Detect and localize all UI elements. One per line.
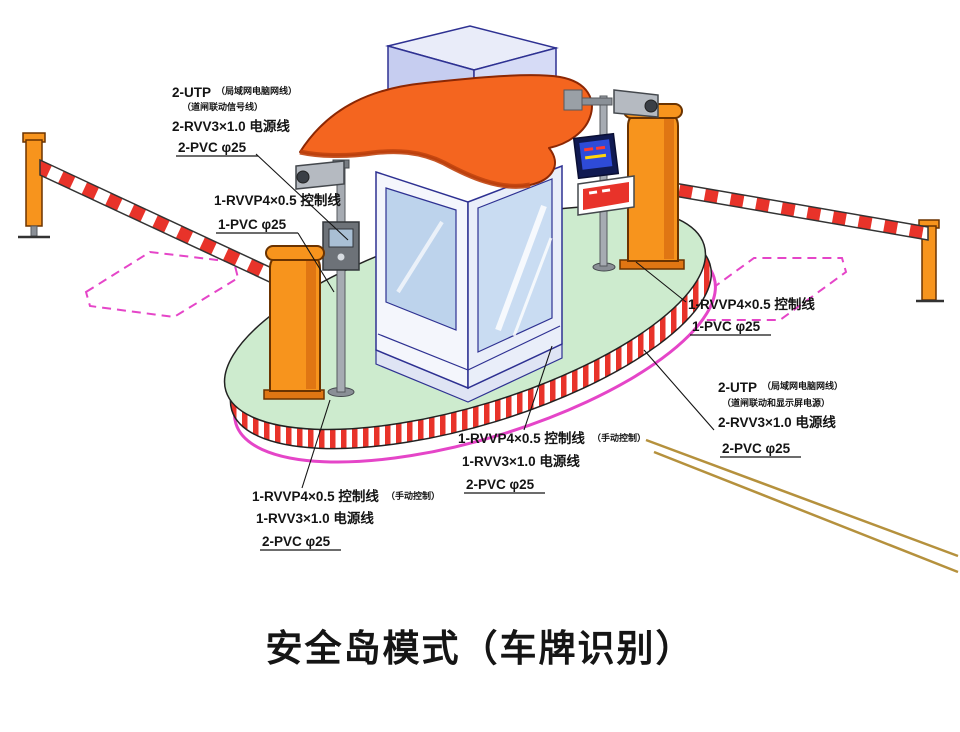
led-sign-face	[583, 182, 629, 210]
label-text: 2-PVC φ25	[466, 477, 535, 492]
label-left-bottom: 1-RVVP4×0.5 控制线 （手动控制） 1-RVV3×1.0 电源线 2-…	[252, 488, 440, 551]
machine-cap	[265, 245, 325, 261]
leader-right-lower	[643, 349, 715, 431]
entry-camera-pole	[295, 159, 360, 397]
label-center-bottom: 1-RVVP4×0.5 控制线 （手动控制） 1-RVV3×1.0 电源线 2-…	[458, 430, 646, 494]
led-sign	[577, 175, 635, 216]
label-note: （局域网电脑网线）	[216, 85, 297, 96]
label-text: 1-PVC φ25	[218, 217, 287, 232]
leader-top-left	[255, 153, 349, 241]
card-reader-box	[322, 221, 360, 271]
road-line	[645, 438, 959, 558]
screen-text	[583, 147, 594, 152]
junction-box	[563, 89, 583, 111]
leader-lines	[255, 153, 715, 489]
machine-side-shade	[664, 116, 674, 259]
leader-left-mid	[297, 232, 335, 293]
window-reflection	[512, 237, 553, 337]
canopy	[299, 74, 593, 189]
reader-screen	[328, 228, 354, 248]
camera-lens	[296, 170, 310, 184]
label-text: 2-RVV3×1.0 电源线	[172, 118, 290, 134]
label-text: 1-RVVP4×0.5 控制线	[252, 488, 379, 504]
label-note: （道闸联动信号线）	[182, 101, 263, 112]
label-text: 2-PVC φ25	[262, 534, 331, 549]
screen-text	[584, 153, 607, 160]
road-marking-lines	[645, 438, 959, 574]
right-arm-support-pole	[916, 219, 944, 303]
right-barrier-arm	[673, 182, 929, 241]
label-right-lower: 2-UTP （局域网电脑网线） （道闸联动和显示屏电源） 2-RVV3×1.0 …	[718, 380, 843, 458]
label-text: 1-RVVP4×0.5 控制线	[458, 430, 585, 446]
led-char	[601, 188, 611, 193]
lpr-camera-entry	[295, 160, 345, 190]
label-note: （手动控制）	[386, 490, 440, 501]
support-foot	[30, 225, 38, 237]
reader-button	[337, 253, 345, 261]
monitor-display	[572, 132, 620, 180]
label-text: 1-RVV3×1.0 电源线	[462, 453, 580, 469]
window-reflection	[396, 220, 444, 294]
label-note: （道闸联动和显示屏电源）	[722, 397, 830, 408]
window-reflection	[495, 204, 547, 332]
ground-loop-left	[84, 250, 240, 319]
leader-center-bottom	[523, 345, 553, 431]
left-barrier-machine	[263, 245, 325, 400]
label-text: 1-RVVP4×0.5 控制线	[688, 296, 815, 312]
guard-booth	[375, 164, 563, 403]
monitor-screen	[579, 139, 613, 170]
label-note: （手动控制）	[592, 432, 646, 443]
label-text: 2-PVC φ25	[722, 441, 791, 456]
cable-labels: 2-UTP （局域网电脑网线） （道闸联动信号线） 2-RVV3×1.0 电源线…	[172, 85, 843, 551]
lpr-camera-exit	[613, 89, 659, 118]
label-top-left: 2-UTP （局域网电脑网线） （道闸联动信号线） 2-RVV3×1.0 电源线…	[172, 85, 297, 157]
label-text: 1-PVC φ25	[692, 319, 761, 334]
canopy-underside	[299, 149, 531, 189]
label-text: 2-UTP	[718, 380, 757, 395]
label-right-mid: 1-RVVP4×0.5 控制线 1-PVC φ25	[688, 296, 815, 336]
camera-housing	[295, 160, 345, 190]
label-text: 2-RVV3×1.0 电源线	[718, 414, 836, 430]
support-post	[25, 139, 43, 227]
label-note: （局域网电脑网线）	[762, 380, 843, 391]
label-left-mid: 1-RVVP4×0.5 控制线 1-PVC φ25	[214, 192, 341, 234]
diagram-title: 安全岛模式（车牌识别）	[265, 628, 695, 669]
label-text: 2-PVC φ25	[178, 140, 247, 155]
machine-side-shade	[306, 258, 316, 389]
label-text: 1-RVVP4×0.5 控制线	[214, 192, 341, 208]
road-line	[653, 450, 959, 574]
leader-left-bottom	[301, 399, 331, 489]
camera-lens	[644, 99, 658, 113]
led-char	[588, 190, 598, 195]
screen-text	[595, 145, 606, 150]
exit-display-pole	[563, 89, 659, 272]
left-arm-support-pole	[18, 132, 50, 239]
booth-kick-line	[377, 325, 561, 371]
booth-window-right	[477, 178, 553, 353]
left-barrier	[18, 132, 325, 400]
label-text: 1-RVV3×1.0 电源线	[256, 510, 374, 526]
label-text: 2-UTP	[172, 85, 211, 100]
leader-right-mid	[635, 261, 687, 303]
